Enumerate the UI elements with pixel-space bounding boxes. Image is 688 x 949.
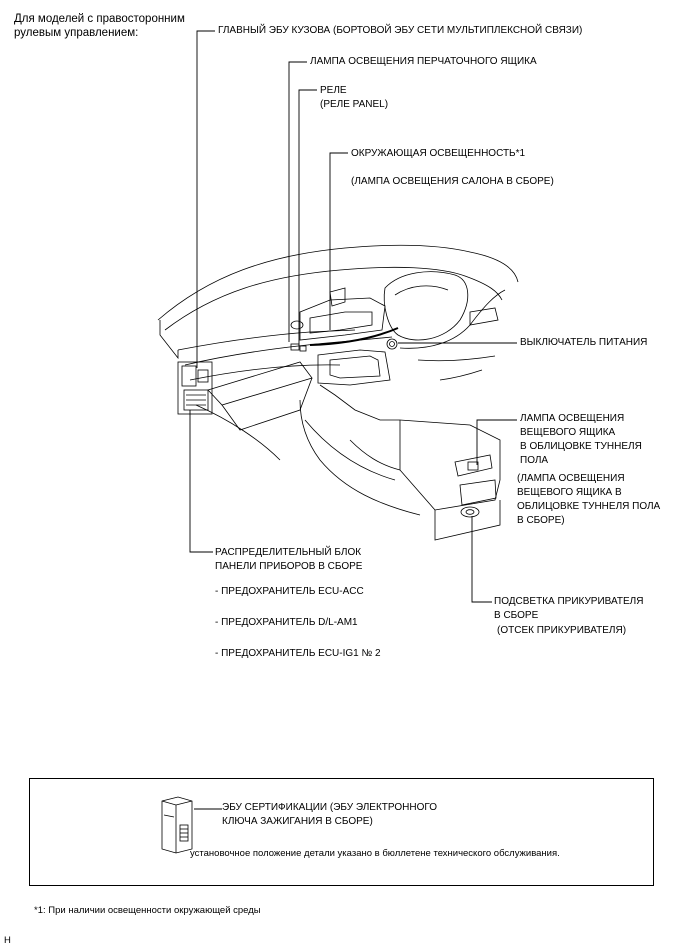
label-relay-panel: (РЕЛЕ PANEL) (320, 99, 389, 110)
footnote: *1: При наличии освещенности окружающей … (34, 905, 261, 916)
diagram-heading-line2: рулевым управлением: (14, 27, 139, 39)
corner-mark: H (4, 935, 11, 946)
label-lighter-3: (ОТСЕК ПРИКУРИВАТЕЛЯ) (497, 625, 627, 636)
components (177, 320, 399, 415)
label-junction-block-1: РАСПРЕДЕЛИТЕЛЬНЫЙ БЛОК (215, 547, 362, 558)
label-main-body-ecu: ГЛАВНЫЙ ЭБУ КУЗОВА (БОРТОВОЙ ЭБУ СЕТИ МУ… (218, 25, 583, 36)
label-lighter-2: В СБОРЕ (494, 610, 539, 621)
label-console-lamp-assy-1: (ЛАМПА ОСВЕЩЕНИЯ (517, 473, 625, 484)
label-cabin-lamp: (ЛАМПА ОСВЕЩЕНИЯ САЛОНА В СБОРЕ) (351, 176, 554, 187)
label-console-lamp-2: ВЕЩЕВОГО ЯЩИКА (520, 427, 616, 438)
installation-note: установочное положение детали указано в … (190, 848, 560, 859)
diagram-heading-line1: Для моделей с правосторонним (14, 13, 185, 25)
label-console-lamp-assy-4: В СБОРЕ) (517, 515, 565, 526)
certification-leader-line (194, 808, 222, 810)
label-fuse-ecu-acc: - ПРЕДОХРАНИТЕЛЬ ECU-ACC (215, 586, 364, 597)
label-certification-ecu-1: ЭБУ СЕРТИФИКАЦИИ (ЭБУ ЭЛЕКТРОННОГО (222, 802, 437, 813)
label-power-switch: ВЫКЛЮЧАТЕЛЬ ПИТАНИЯ (520, 337, 648, 348)
label-console-lamp-1: ЛАМПА ОСВЕЩЕНИЯ (520, 413, 625, 424)
label-junction-block-2: ПАНЕЛИ ПРИБОРОВ В СБОРЕ (215, 561, 363, 572)
label-console-lamp-assy-2: ВЕЩЕВОГО ЯЩИКА В (517, 487, 622, 498)
certification-ecu-box: ЭБУ СЕРТИФИКАЦИИ (ЭБУ ЭЛЕКТРОННОГО КЛЮЧА… (29, 778, 654, 886)
label-fuse-ecu-ig1-2: - ПРЕДОХРАНИТЕЛЬ ECU-IG1 № 2 (215, 648, 381, 659)
label-ambient-lighting: ОКРУЖАЮЩАЯ ОСВЕЩЕННОСТЬ*1 (351, 148, 526, 159)
leader-lines (189, 30, 517, 603)
label-console-lamp-3: В ОБЛИЦОВКЕ ТУННЕЛЯ (520, 441, 642, 452)
dashboard-outline (157, 244, 519, 541)
label-fuse-dl-am1: - ПРЕДОХРАНИТЕЛЬ D/L-AM1 (215, 617, 358, 628)
label-glove-lamp: ЛАМПА ОСВЕЩЕНИЯ ПЕРЧАТОЧНОГО ЯЩИКА (310, 56, 537, 67)
label-console-lamp-assy-3: ОБЛИЦОВКЕ ТУННЕЛЯ ПОЛА (517, 501, 661, 512)
certification-ecu-icon (161, 796, 193, 854)
label-console-lamp-4: ПОЛА (520, 455, 549, 466)
label-relay: РЕЛЕ (320, 85, 347, 96)
label-lighter-1: ПОДСВЕТКА ПРИКУРИВАТЕЛЯ (494, 596, 644, 607)
label-certification-ecu-2: КЛЮЧА ЗАЖИГАНИЯ В СБОРЕ) (222, 816, 373, 827)
